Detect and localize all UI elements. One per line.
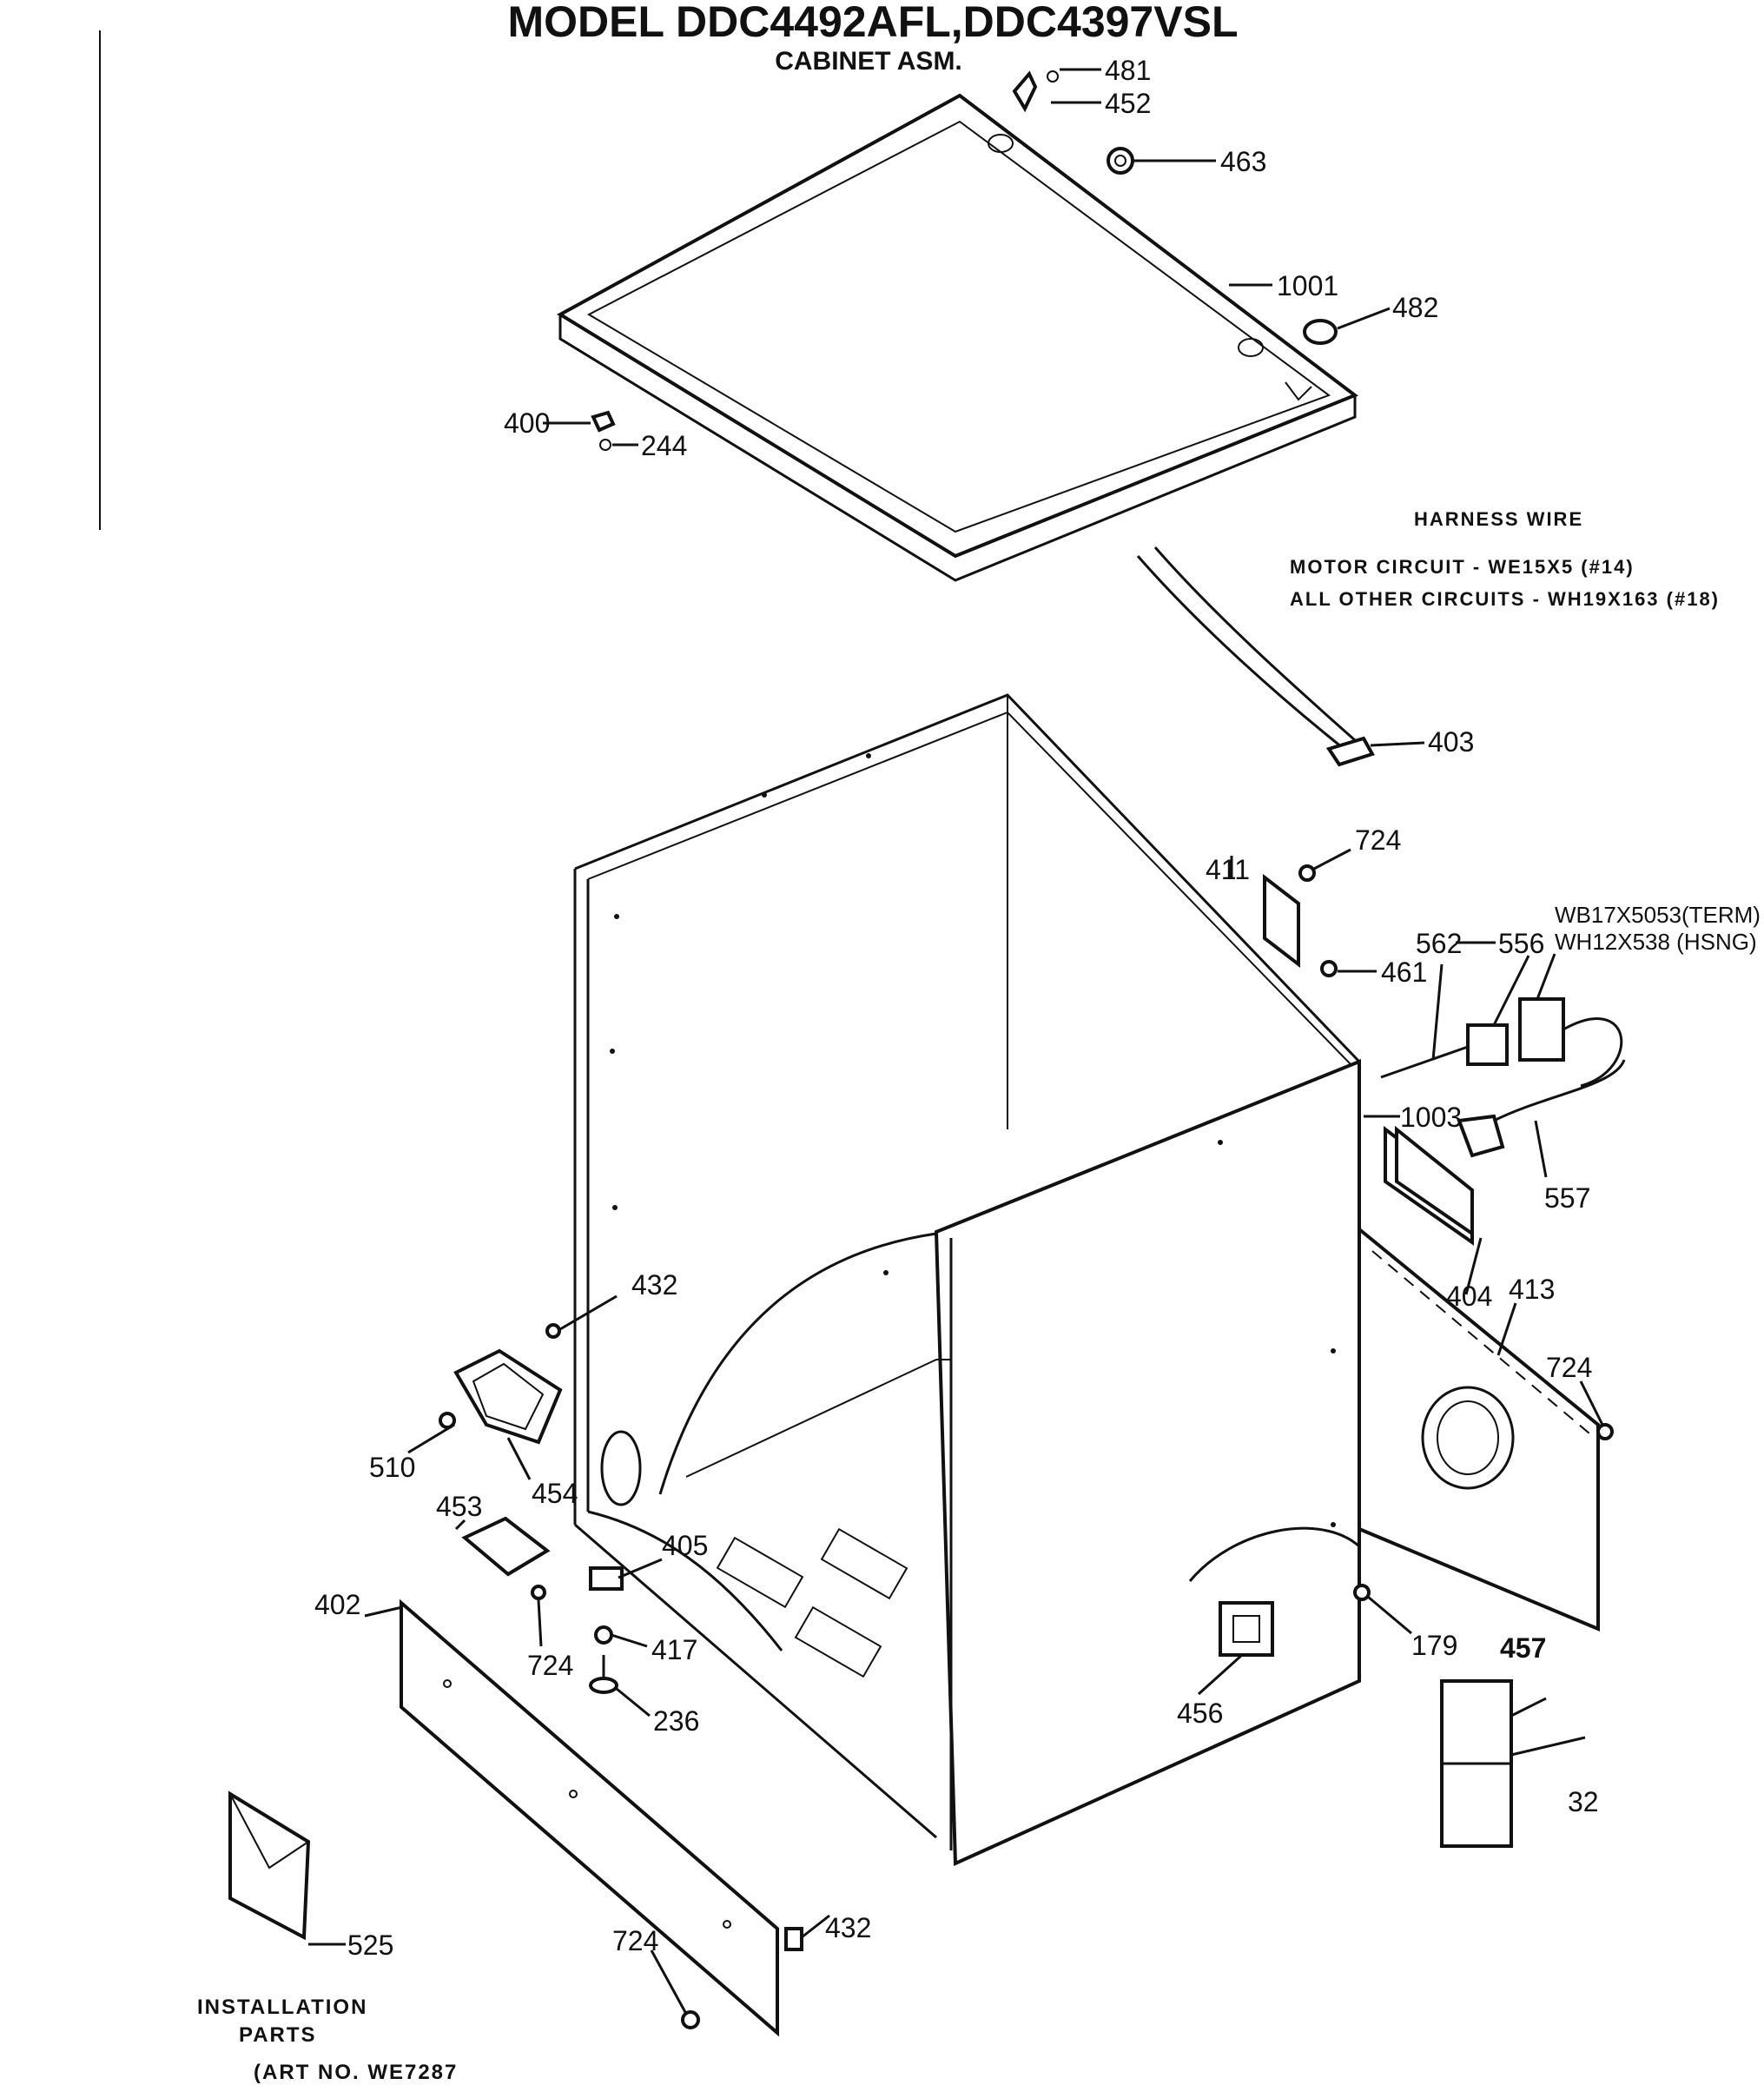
callout-402: 402 — [314, 1589, 360, 1620]
part-457-block — [1440, 1679, 1547, 1848]
callout-432-a: 432 — [631, 1269, 677, 1301]
part-236-foot — [589, 1655, 618, 1694]
harness-notes: HARNESS WIRE MOTOR CIRCUIT - WE15X5 (#14… — [1290, 508, 1761, 955]
callout-456: 456 — [1177, 1698, 1223, 1729]
page-subtitle: CABINET ASM. — [775, 47, 962, 76]
callout-724-c: 724 — [527, 1650, 573, 1681]
part-400-244-clip — [591, 410, 616, 451]
part-452-bracket — [1012, 70, 1059, 113]
part-403-strip — [1136, 546, 1375, 767]
callout-562: 562 — [1416, 928, 1462, 959]
callout-457: 457 — [1500, 1632, 1546, 1664]
part-525-bag — [228, 1790, 311, 1941]
part-510-screw — [439, 1412, 456, 1429]
callout-557: 557 — [1544, 1182, 1590, 1214]
callout-432-b: 432 — [825, 1912, 871, 1943]
callout-556: 556 — [1498, 928, 1544, 959]
part-402-kick-panel — [400, 1598, 779, 2037]
part-404-plate — [1395, 1125, 1474, 1237]
page-title: MODEL DDC4492AFL,DDC4397VSL — [508, 0, 1239, 46]
callout-481: 481 — [1105, 55, 1151, 86]
part-456-bracket — [1219, 1601, 1274, 1657]
part-463-nut — [1107, 147, 1134, 175]
callout-413: 413 — [1509, 1274, 1555, 1305]
callout-454: 454 — [532, 1478, 578, 1509]
other-circuits-note: ALL OTHER CIRCUITS - WH19X163 (#18) — [1290, 588, 1720, 610]
callout-244: 244 — [641, 430, 687, 461]
callout-482: 482 — [1392, 292, 1438, 323]
callout-463: 463 — [1220, 146, 1266, 177]
part-461-screw — [1320, 960, 1338, 977]
parts-label: PARTS — [239, 2023, 317, 2047]
callout-403: 403 — [1428, 726, 1474, 758]
installation-notes: INSTALLATION PARTS (ART NO. WE7287 — [197, 1996, 458, 2084]
callout-724-d: 724 — [612, 1925, 658, 1956]
part-179-screw — [1353, 1584, 1371, 1601]
callout-1003: 1003 — [1400, 1102, 1462, 1133]
callout-labels: 481 452 463 1001 482 400 244 403 411 724… — [314, 55, 1599, 1961]
callout-411: 411 — [1206, 854, 1250, 885]
part-housing — [1518, 997, 1623, 1088]
callout-400: 400 — [504, 407, 550, 439]
callout-461: 461 — [1381, 956, 1427, 988]
callout-405: 405 — [662, 1530, 708, 1561]
cabinet-box — [573, 693, 1361, 1867]
part-411-plate — [1263, 873, 1300, 969]
part-557-cord — [1457, 1059, 1626, 1158]
callout-724-b: 724 — [1546, 1352, 1592, 1383]
part-432-clip-a — [545, 1323, 561, 1339]
part-405-clip — [589, 1566, 624, 1591]
part-413-back-panel — [1358, 1225, 1600, 1632]
part-724-screw-b — [1596, 1423, 1614, 1440]
part-724-screw-d — [681, 2010, 700, 2029]
callout-452: 452 — [1105, 88, 1151, 119]
part-453-hinge — [461, 1516, 551, 1577]
harness-heading: HARNESS WIRE — [1414, 508, 1583, 530]
part-482-plug — [1303, 319, 1338, 345]
callout-236: 236 — [653, 1705, 699, 1737]
art-number-label: (ART NO. WE7287 — [254, 2061, 458, 2084]
part-556-terminal-block — [1380, 1023, 1509, 1079]
part-724-screw-a — [1298, 864, 1316, 882]
callout-453: 453 — [436, 1491, 482, 1522]
term-part-note: WB17X5053(TERM) — [1555, 902, 1761, 928]
installation-label: INSTALLATION — [197, 1996, 367, 2019]
part-724-screw-c — [531, 1585, 546, 1600]
callout-179: 179 — [1411, 1630, 1457, 1661]
callout-32: 32 — [1568, 1786, 1599, 1817]
callout-724-a: 724 — [1355, 824, 1401, 856]
part-454-bracket — [453, 1348, 563, 1445]
hsng-part-note: WH12X538 (HSNG) — [1555, 929, 1757, 955]
callout-510: 510 — [369, 1452, 415, 1483]
callout-417: 417 — [651, 1634, 697, 1665]
callout-1001: 1001 — [1277, 270, 1338, 301]
leader-lines — [308, 68, 1604, 2015]
callout-404: 404 — [1446, 1281, 1492, 1312]
motor-circuit-note: MOTOR CIRCUIT - WE15X5 (#14) — [1290, 556, 1635, 578]
part-417-washer — [594, 1625, 613, 1645]
callout-525: 525 — [347, 1929, 393, 1961]
top-panel — [557, 93, 1359, 582]
part-432-clip-b — [784, 1927, 803, 1951]
